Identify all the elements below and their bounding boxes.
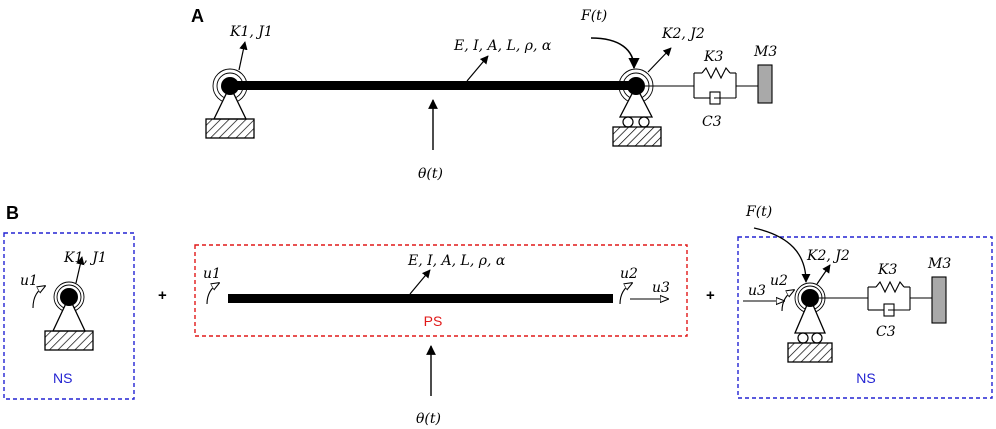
m3-label: M3: [753, 44, 777, 60]
ground-hatch: [787, 342, 833, 363]
left-joint-a: [221, 77, 239, 95]
ns-box-left: [3, 232, 135, 400]
right-joint-a: [627, 77, 645, 95]
pin-support: [794, 296, 826, 334]
mass-m3: [757, 64, 773, 104]
spring-k3-b: [875, 280, 905, 294]
u1-rotation-arrow-ps: [206, 283, 219, 305]
beam-props-arrow: [466, 55, 489, 82]
beam-b: [228, 294, 613, 303]
theta-label: θ(t): [418, 166, 443, 182]
u2-label-ps: u2: [620, 266, 638, 282]
k2j2-arrow: [647, 47, 672, 73]
u1-rotation-arrow-left: [32, 286, 45, 309]
theta-label-b: θ(t): [416, 411, 441, 427]
ns-box-right: [737, 236, 993, 399]
k3-label-b: K3: [877, 262, 897, 278]
u2-rotation-arrow-ps: [619, 283, 632, 305]
k2j2-arrow-b: [816, 264, 831, 285]
mass-m3-b: [931, 276, 947, 324]
c3-label: C3: [702, 114, 722, 130]
spring-damper-mass-b: [819, 280, 932, 317]
panel-b-label: B: [6, 203, 19, 223]
k2j2-label: K2, J2: [661, 26, 705, 42]
plus-sign-2: +: [706, 287, 715, 304]
force-arrow: [590, 37, 640, 70]
ns-label-right: NS: [856, 370, 875, 386]
k3-label: K3: [703, 49, 723, 65]
ground-hatch: [612, 126, 662, 147]
roller: [797, 332, 809, 344]
k1j1-arrow-b: [75, 256, 85, 284]
ps-box: [194, 244, 688, 337]
k1j1-label: K1, J1: [229, 24, 273, 40]
roller: [811, 332, 823, 344]
force-arrow-b: [753, 227, 811, 283]
ps-label: PS: [424, 313, 443, 329]
u1-label-ps: u1: [203, 266, 221, 282]
u2-label-ns: u2: [770, 273, 788, 289]
ground-hatch: [44, 330, 94, 351]
beam-a: [230, 81, 636, 90]
roller: [638, 116, 650, 128]
left-joint-b: [60, 288, 78, 306]
beam-props-arrow-b: [409, 269, 431, 295]
k1j1-label-b: K1, J1: [63, 250, 107, 266]
c3-label-b: C3: [876, 324, 896, 340]
beam-props-label-b: E, I, A, L, ρ, α: [407, 253, 506, 269]
left-support-a: [205, 68, 255, 139]
panel-a-label: A: [191, 6, 204, 26]
spring-damper-mass-a: [645, 66, 758, 105]
left-support-b: [44, 281, 94, 351]
right-support-a: [612, 68, 662, 147]
ground-hatch: [205, 118, 255, 139]
roller: [622, 116, 634, 128]
u1-label-left: u1: [20, 273, 38, 289]
k1j1-arrow: [238, 41, 248, 71]
right-joint-b: [801, 289, 819, 307]
u2-rotation-arrow-ns: [781, 290, 794, 312]
force-label-b: F(t): [745, 204, 772, 220]
ns-label-left: NS: [53, 370, 72, 386]
spring-k3: [701, 66, 731, 80]
u3-label-ns: u3: [748, 283, 766, 299]
m3-label-b: M3: [927, 256, 951, 272]
k2j2-label-b: K2, J2: [806, 248, 850, 264]
beam-props-label: E, I, A, L, ρ, α: [453, 38, 552, 54]
right-support-b: [787, 282, 833, 363]
force-label: F(t): [580, 8, 607, 24]
plus-sign-1: +: [158, 287, 167, 304]
u3-label-ps: u3: [652, 280, 670, 296]
pin-support: [618, 84, 654, 118]
